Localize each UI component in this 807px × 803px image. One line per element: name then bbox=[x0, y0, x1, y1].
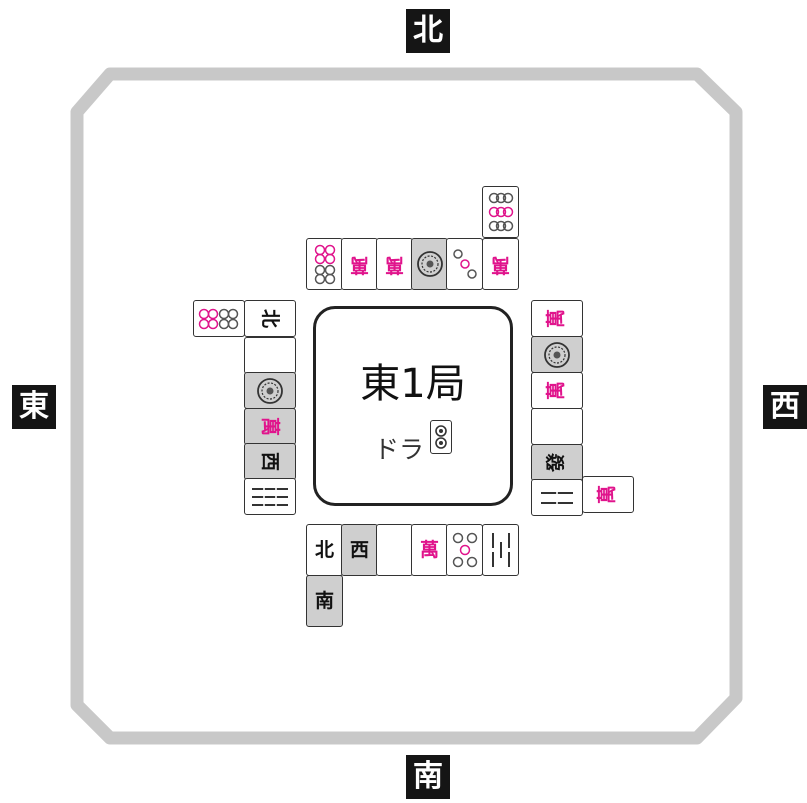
discard-tile-1-pin[interactable] bbox=[244, 372, 296, 409]
wind-label-west: 西 bbox=[763, 385, 807, 429]
discard-tile-8-man[interactable]: 萬 bbox=[244, 408, 296, 445]
man-character-icon: 萬 bbox=[596, 484, 619, 505]
discard-tile-blank[interactable] bbox=[244, 337, 296, 374]
pin-dots-icon bbox=[452, 532, 477, 568]
west-wind-icon: 西 bbox=[349, 538, 369, 561]
man-character-icon: 萬 bbox=[259, 416, 282, 437]
discard-tile-2-man[interactable]: 萬 bbox=[531, 300, 583, 337]
wind-label-east: 東 bbox=[12, 385, 56, 429]
discard-tile-2-sou[interactable] bbox=[531, 479, 583, 516]
discard-tile-north[interactable]: 北 bbox=[244, 300, 296, 337]
discard-tile-blank[interactable] bbox=[376, 524, 413, 576]
pin-wheel-icon bbox=[257, 377, 283, 404]
pin-dots-icon bbox=[198, 308, 239, 329]
discard-tile-8-pin[interactable] bbox=[306, 238, 343, 290]
wind-label-south: 南 bbox=[406, 755, 450, 799]
discard-tile-1-man[interactable]: 萬 bbox=[341, 238, 378, 290]
discard-tile-green-dragon[interactable]: 發 bbox=[531, 444, 583, 481]
discard-tile-8-pin[interactable] bbox=[193, 300, 245, 337]
sou-bamboo-icon bbox=[252, 485, 288, 508]
man-character-icon: 萬 bbox=[384, 253, 404, 276]
north-wind-icon: 北 bbox=[314, 538, 334, 561]
discard-tile-1-pin[interactable] bbox=[411, 238, 448, 290]
dora-indicator-tile[interactable] bbox=[430, 420, 452, 454]
pin-dots-icon bbox=[452, 249, 477, 279]
sou-bamboo-icon bbox=[541, 489, 573, 506]
discard-tile-south[interactable]: 南 bbox=[306, 575, 343, 627]
pin-wheel-icon bbox=[416, 251, 443, 277]
pin-dots-icon bbox=[314, 244, 335, 285]
man-character-icon: 萬 bbox=[545, 380, 568, 401]
sou-bamboo-icon bbox=[491, 533, 510, 567]
discard-tile-9-pin[interactable] bbox=[482, 186, 519, 238]
round-info-panel: 東1局 ドラ bbox=[313, 306, 513, 506]
south-wind-icon: 南 bbox=[314, 589, 334, 612]
green-dragon-icon: 發 bbox=[545, 452, 568, 473]
discard-tile-2-man[interactable]: 萬 bbox=[376, 238, 413, 290]
discard-tile-west[interactable]: 西 bbox=[244, 443, 296, 480]
discard-tile-west[interactable]: 西 bbox=[341, 524, 378, 576]
discard-tile-5-man[interactable]: 萬 bbox=[531, 372, 583, 409]
discard-tile-5-pin[interactable] bbox=[446, 524, 483, 576]
pin-dots-icon bbox=[488, 192, 513, 232]
discard-tile-5-man[interactable]: 萬 bbox=[482, 238, 519, 290]
dora-label: ドラ bbox=[374, 435, 425, 464]
pin-wheel-icon bbox=[544, 341, 570, 368]
round-indicator: 東1局 bbox=[360, 361, 466, 407]
man-character-icon: 萬 bbox=[545, 308, 568, 329]
discard-tile-1-pin[interactable] bbox=[531, 336, 583, 373]
man-character-icon: 萬 bbox=[349, 253, 369, 276]
discard-tile-9-sou[interactable] bbox=[244, 478, 296, 515]
discard-tile-1-man[interactable]: 萬 bbox=[411, 524, 448, 576]
discard-tile-north[interactable]: 北 bbox=[306, 524, 343, 576]
discard-tile-2-man[interactable]: 萬 bbox=[582, 476, 634, 513]
west-wind-icon: 西 bbox=[259, 451, 282, 472]
man-character-icon: 萬 bbox=[490, 253, 510, 276]
discard-tile-blank[interactable] bbox=[531, 408, 583, 445]
discard-tile-5-sou[interactable] bbox=[482, 524, 519, 576]
wind-label-north: 北 bbox=[406, 9, 450, 53]
discard-tile-3-pin[interactable] bbox=[446, 238, 483, 290]
man-character-icon: 萬 bbox=[419, 538, 439, 561]
north-wind-icon: 北 bbox=[259, 308, 282, 329]
pin-dot-icon bbox=[435, 425, 447, 449]
